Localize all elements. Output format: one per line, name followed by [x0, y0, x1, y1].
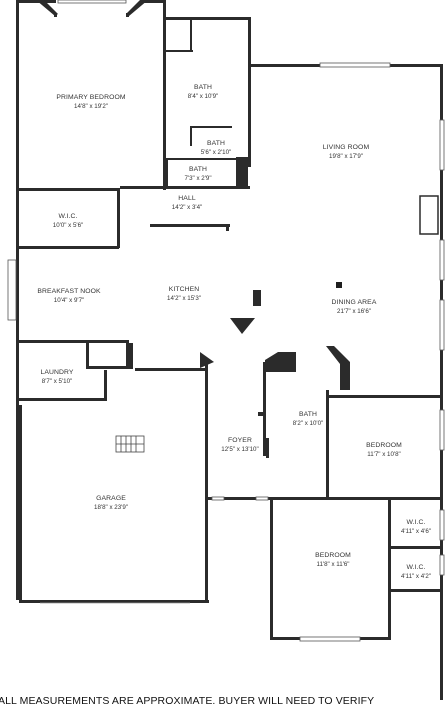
- room-dims: 14'8" x 19'2": [74, 103, 108, 110]
- room-label-wic-primary: W.I.C. 10'0" x 5'6": [53, 212, 84, 230]
- room-name: KITCHEN: [168, 286, 200, 293]
- room-label-breakfast-nook: BREAKFAST NOOK 10'4" x 9'7": [37, 287, 100, 305]
- room-label-bath-center: BATH 8'2" x 10'0": [293, 410, 324, 428]
- room-label-kitchen: KITCHEN 14'2" x 15'3": [167, 285, 201, 303]
- room-name: BATH: [193, 84, 213, 91]
- room-name: BATH: [206, 140, 226, 147]
- room-label-bath-small: BATH 5'6" x 2'10": [201, 139, 232, 157]
- room-label-bath-primary: BATH 8'4" x 10'9": [188, 83, 219, 101]
- room-name: BATH: [188, 166, 208, 173]
- room-dims: 11'8" x 11'6": [316, 561, 350, 568]
- windows: [7, 0, 445, 642]
- room-name: BREAKFAST NOOK: [37, 288, 101, 295]
- room-dims: 11'7" x 10'8": [367, 451, 401, 458]
- room-label-garage: GARAGE 18'8" x 23'9": [94, 494, 128, 512]
- room-name: BATH: [298, 411, 318, 418]
- room-name: PRIMARY BEDROOM: [56, 94, 126, 101]
- room-dims: 12'5" x 13'10": [221, 446, 259, 453]
- room-label-wic-upper: W.I.C. 4'11" x 4'6": [401, 518, 431, 536]
- room-label-dining-area: DINING AREA 21'7" x 16'6": [332, 298, 377, 316]
- room-label-foyer: FOYER 12'5" x 13'10": [221, 436, 258, 454]
- room-dims: 19'8" x 17'9": [329, 153, 363, 160]
- room-name: W.I.C.: [406, 564, 426, 571]
- room-dims: 14'2" x 3'4": [171, 204, 203, 211]
- room-label-primary-bedroom: PRIMARY BEDROOM 14'8" x 19'2": [56, 93, 125, 111]
- stairs-icon: [115, 435, 145, 453]
- room-label-living-room: LIVING ROOM 19'8" x 17'9": [323, 143, 369, 161]
- room-dims: 21'7" x 16'6": [337, 308, 371, 315]
- room-label-bedroom-east: BEDROOM 11'7" x 10'8": [366, 441, 402, 459]
- room-name: GARAGE: [96, 495, 126, 502]
- room-dims: 4'11" x 4'2": [400, 573, 432, 580]
- room-dims: 7'3" x 2'9": [184, 175, 212, 182]
- room-label-laundry: LAUNDRY 8'7" x 5'10": [40, 368, 73, 386]
- room-name: LAUNDRY: [40, 369, 74, 376]
- room-label-bath-hall: BATH 7'3" x 2'9": [184, 165, 211, 183]
- room-dims: 4'11" x 4'6": [400, 528, 432, 535]
- room-label-bedroom-south: BEDROOM 11'8" x 11'6": [315, 551, 351, 569]
- room-name: LIVING ROOM: [322, 144, 370, 151]
- room-dims: 8'7" x 5'10": [41, 378, 73, 385]
- room-dims: 18'8" x 23'9": [94, 504, 128, 511]
- room-dims: 10'0" x 5'6": [52, 222, 84, 229]
- disclaimer-text: ALL MEASUREMENTS ARE APPROXIMATE. BUYER …: [0, 695, 375, 707]
- room-dims: 8'4" x 10'9": [187, 93, 219, 100]
- room-dims: 5'6" x 2'10": [200, 149, 232, 156]
- room-name: BEDROOM: [366, 442, 402, 449]
- room-name: DINING AREA: [331, 299, 377, 306]
- room-name: W.I.C.: [58, 213, 78, 220]
- room-dims: 10'4" x 9'7": [53, 297, 85, 304]
- room-dims: 8'2" x 10'0": [292, 420, 324, 427]
- room-dims: 14'2" x 15'3": [167, 295, 201, 302]
- dining-column: [336, 282, 342, 288]
- room-label-wic-lower: W.I.C. 4'11" x 4'2": [401, 563, 431, 581]
- room-name: W.I.C.: [406, 519, 426, 526]
- room-label-hall: HALL 14'2" x 3'4": [172, 194, 203, 212]
- room-name: FOYER: [228, 437, 252, 444]
- room-name: BEDROOM: [315, 552, 351, 559]
- room-name: HALL: [178, 195, 196, 202]
